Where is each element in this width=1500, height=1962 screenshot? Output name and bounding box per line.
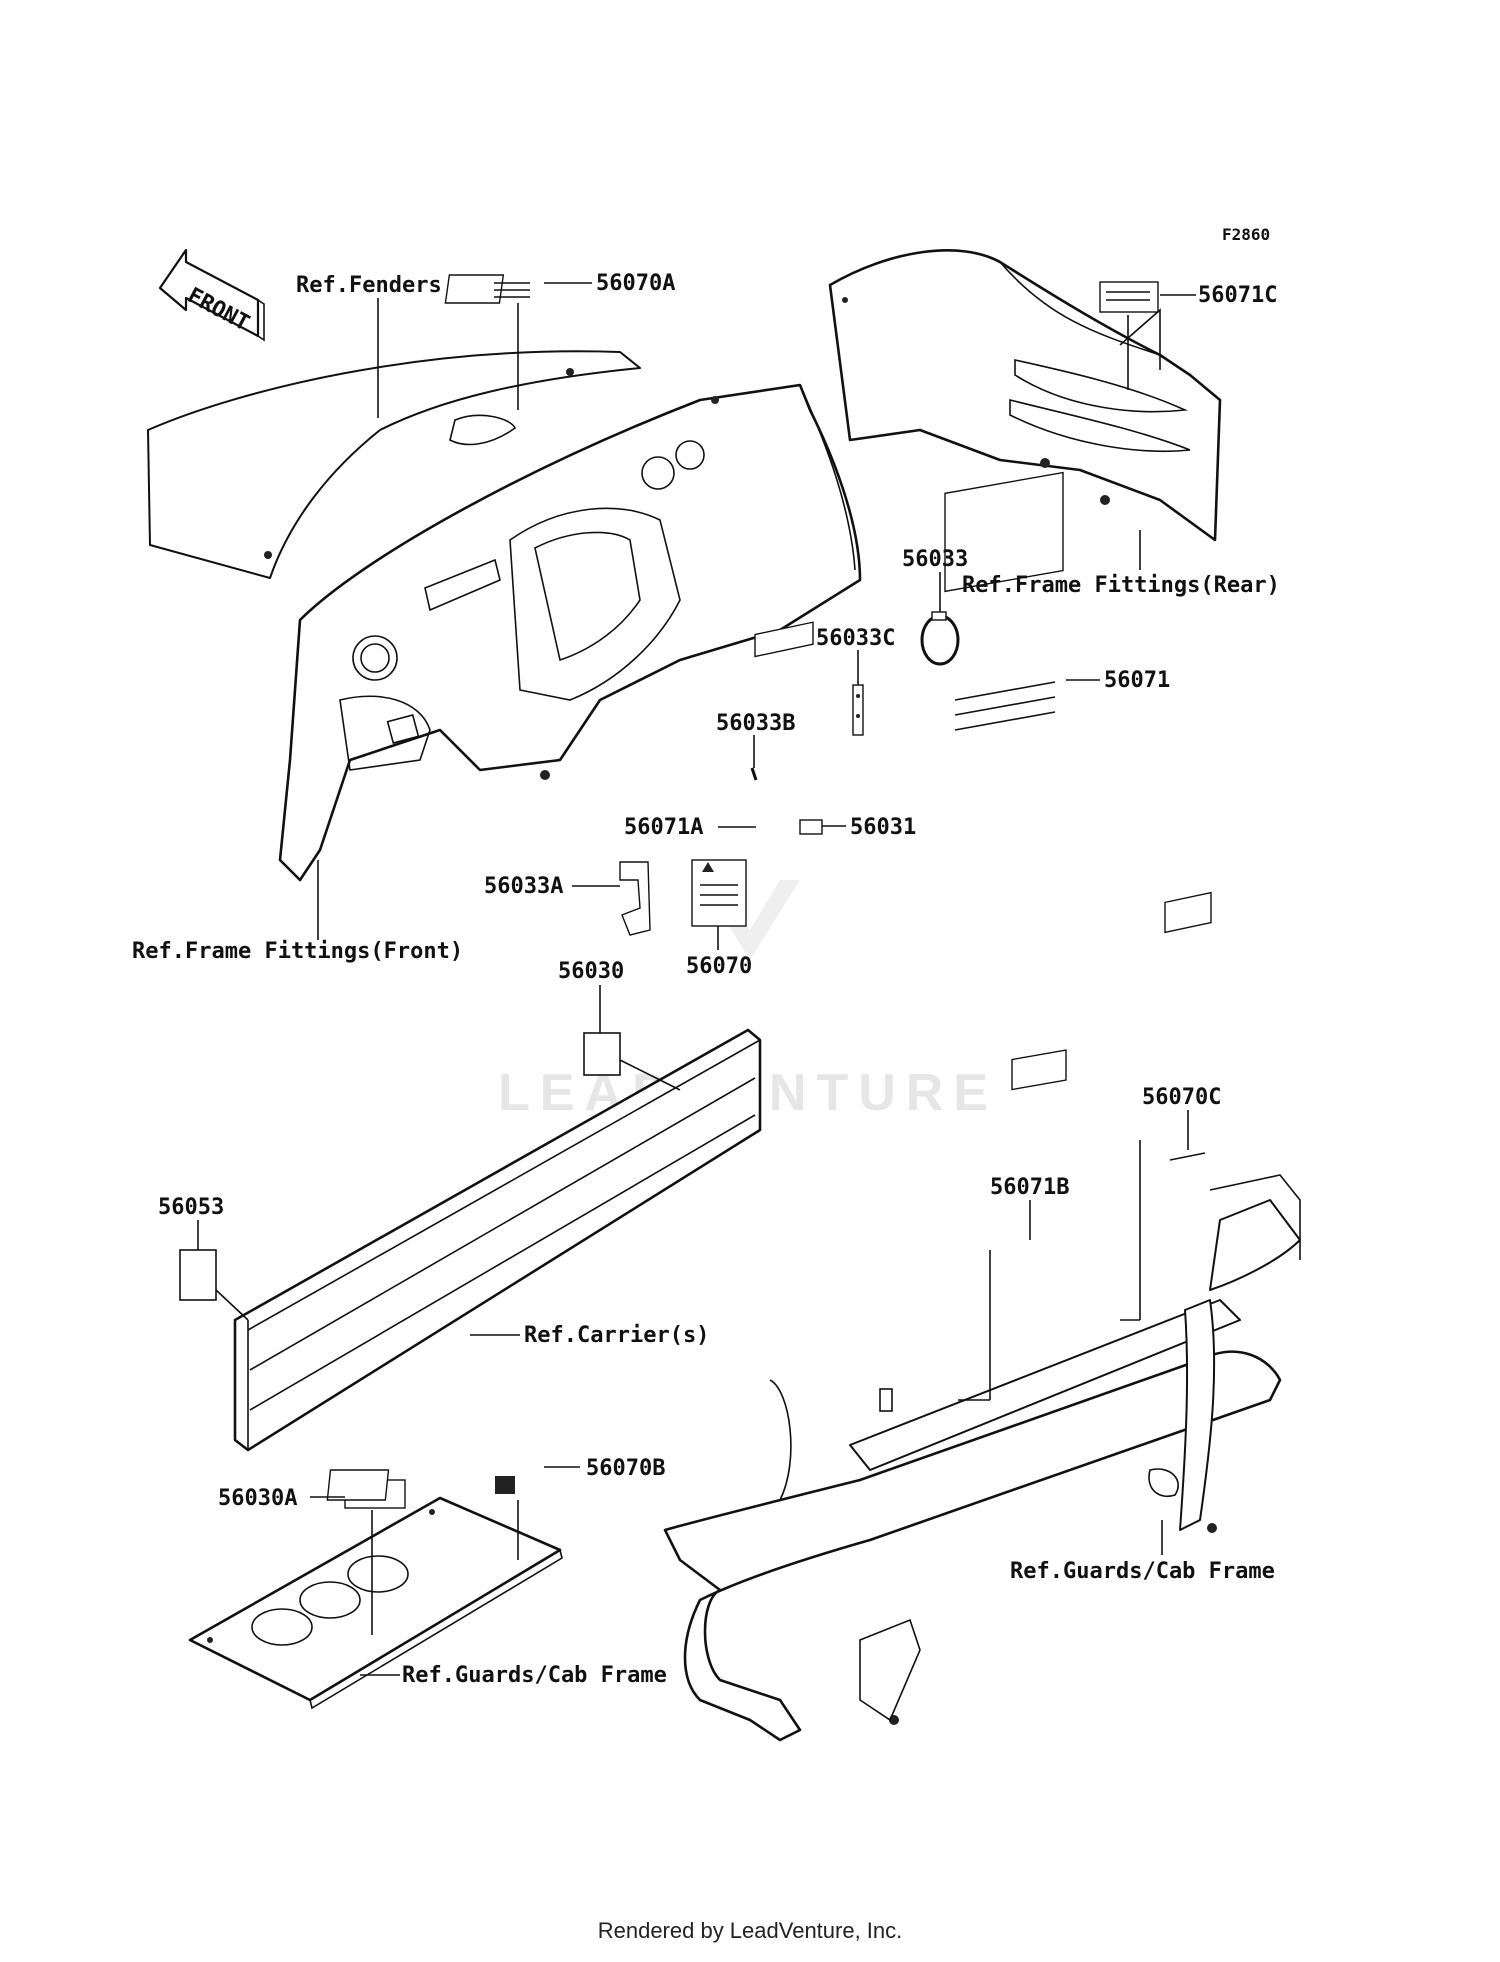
decal-56070A <box>444 274 530 304</box>
leader-lines <box>197 282 1196 1676</box>
label-56030A: 56030A <box>218 1486 297 1511</box>
strip-56033B <box>750 767 758 781</box>
skid-plate <box>188 1496 563 1710</box>
front-arrow-icon: FRONT <box>158 248 265 342</box>
decal-56053 <box>179 1249 217 1301</box>
label-56071B: 56071B <box>990 1175 1069 1200</box>
label-56033: 56033 <box>902 547 968 572</box>
cab-frame-guard <box>663 1174 1301 1742</box>
label-56033C: 56033C <box>816 626 895 651</box>
rear-frame-fitting <box>828 249 1222 542</box>
label-56070C: 56070C <box>1142 1085 1221 1110</box>
decal-56070 <box>691 859 747 927</box>
label-56071C: 56071C <box>1198 283 1277 308</box>
decal-56031 <box>799 819 823 835</box>
strip-56033C <box>852 684 864 736</box>
figure-code: F2860 <box>1222 225 1270 244</box>
label-56070: 56070 <box>686 954 752 979</box>
decal-56033A <box>619 861 651 936</box>
decal-56071C <box>1099 281 1159 313</box>
label-56070A: 56070A <box>596 271 675 296</box>
label-ref-frame-rear: Ref.Frame Fittings(Rear) <box>962 573 1280 598</box>
dashboard-panel <box>278 383 862 882</box>
label-ref-carrier: Ref.Carrier(s) <box>524 1323 709 1348</box>
label-56031: 56031 <box>850 815 916 840</box>
decal-56071 <box>944 471 1064 731</box>
label-56053: 56053 <box>158 1195 224 1220</box>
label-ref-frame-front: Ref.Frame Fittings(Front) <box>132 939 463 964</box>
label-56033B: 56033B <box>716 711 795 736</box>
label-56071: 56071 <box>1104 668 1170 693</box>
decal-56071B <box>1011 1049 1067 1091</box>
footer-credit: Rendered by LeadVenture, Inc. <box>597 1918 903 1943</box>
label-ref-guards-right: Ref.Guards/Cab Frame <box>1010 1559 1275 1584</box>
ring-56033 <box>920 611 960 666</box>
label-56033A: 56033A <box>484 874 563 899</box>
label-ref-fenders: Ref.Fenders <box>296 273 442 298</box>
decal-56071A <box>754 621 814 658</box>
part-labels: Ref.Fenders 56070A 56071C 56033 Ref.Fram… <box>132 271 1280 1688</box>
label-56070B: 56070B <box>586 1456 665 1481</box>
label-ref-guards-left: Ref.Guards/Cab Frame <box>402 1663 667 1688</box>
decal-56070C <box>1164 891 1212 1161</box>
decal-56070B <box>326 1469 515 1501</box>
label-56030: 56030 <box>558 959 624 984</box>
carrier-panel <box>233 1028 762 1452</box>
fender-panel <box>147 350 641 579</box>
label-56071A: 56071A <box>624 815 703 840</box>
